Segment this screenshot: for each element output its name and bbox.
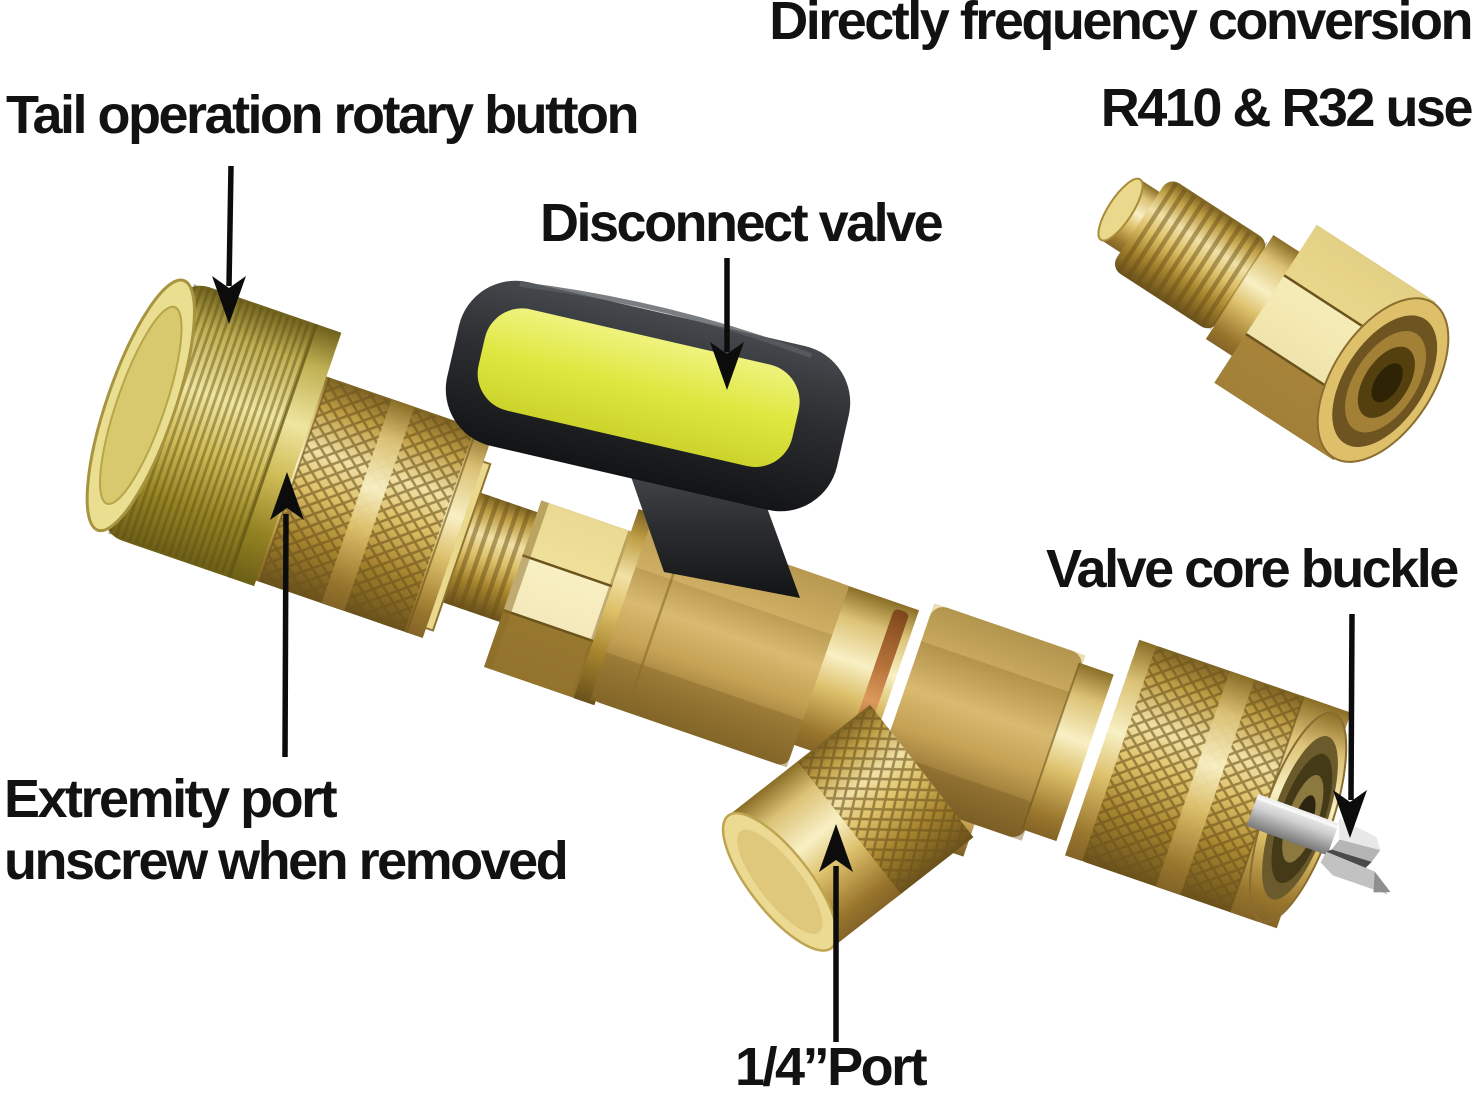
label-extremity-port-line1: Extremity port xyxy=(4,769,338,829)
label-extremity-port: Extremity port unscrew when removed xyxy=(4,768,569,892)
label-valve-core-buckle: Valve core buckle xyxy=(1046,539,1459,599)
handle-yellow-insert xyxy=(477,308,800,467)
label-disconnect-valve: Disconnect valve xyxy=(540,193,944,253)
arrow-tail-rotary-button xyxy=(212,165,246,324)
main-tool xyxy=(85,278,1391,952)
label-extremity-port-line2: unscrew when removed xyxy=(4,831,569,891)
arrow-extremity-port xyxy=(270,472,304,758)
quarter-port xyxy=(721,704,974,952)
arrow-quarter-port xyxy=(819,824,853,1042)
label-quarter-inch-port: 1/4”Port xyxy=(735,1037,928,1097)
arrow-valve-core-buckle xyxy=(1333,613,1367,838)
label-frequency-conversion-line2: R410 & R32 use xyxy=(1100,78,1474,138)
collar-ring xyxy=(1021,662,1114,842)
disconnect-valve-handle xyxy=(445,280,851,512)
arrow-disconnect-valve xyxy=(710,258,744,390)
callout-arrows xyxy=(212,165,1367,1042)
adapter-fitting xyxy=(1097,177,1450,463)
label-frequency-conversion-line1: Directly frequency conversion xyxy=(769,0,1473,51)
label-tail-rotary-button: Tail operation rotary button xyxy=(6,85,640,145)
valve-core-buckle-tip xyxy=(1246,793,1391,895)
